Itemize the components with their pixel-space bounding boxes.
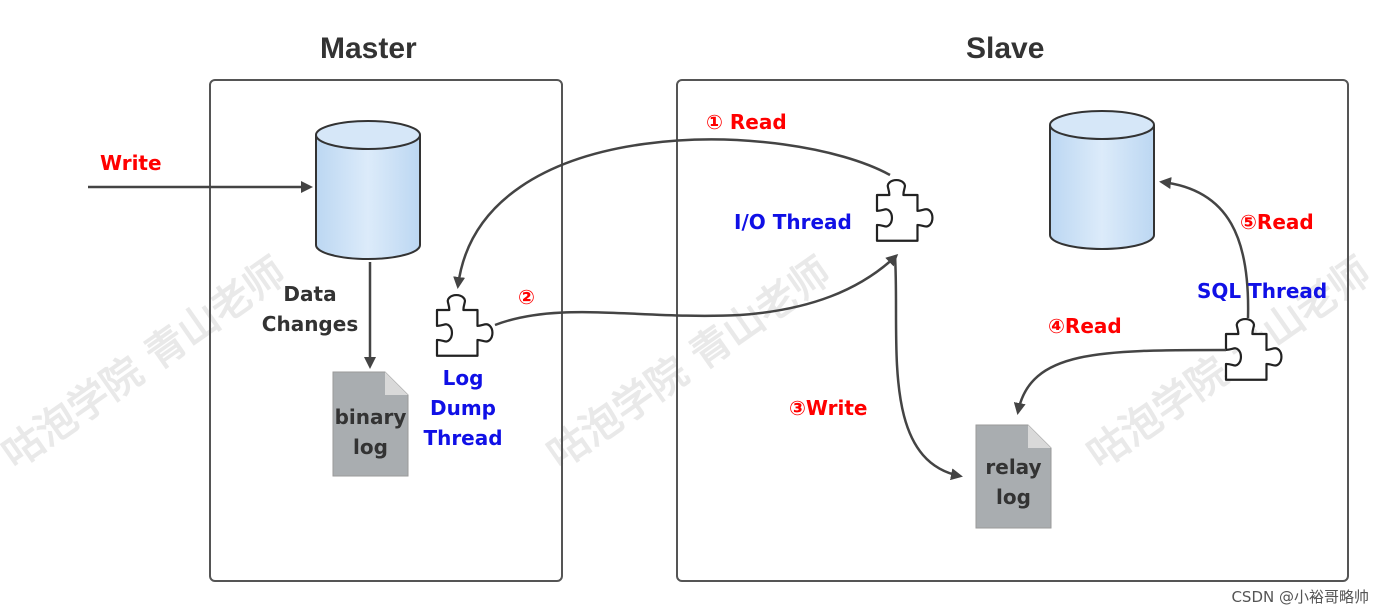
step-1-label: ① Read — [706, 110, 787, 134]
arrow-read-5 — [1159, 177, 1250, 319]
io-thread-puzzle-icon — [875, 178, 934, 242]
relay-log-document-icon — [975, 424, 1052, 529]
log-dump-thread-line-2: Dump — [430, 396, 496, 420]
data-changes-label: Data Changes — [256, 279, 364, 339]
slave-database-icon — [1049, 110, 1155, 250]
relay-log-label: relay log — [976, 452, 1051, 512]
data-changes-line-2: Changes — [261, 312, 359, 336]
log-dump-thread-puzzle-icon — [435, 293, 494, 357]
binary-log-document-icon — [332, 371, 409, 477]
binary-log-line-1: binary — [334, 405, 407, 429]
binary-log-label: binary log — [333, 402, 408, 462]
master-panel — [209, 79, 563, 582]
relay-log-line-2: log — [996, 485, 1031, 509]
credit-text: CSDN @小裕哥略帅 — [1231, 588, 1369, 606]
arrow-read-1 — [453, 138, 891, 289]
step-3-label: ③Write — [789, 396, 868, 420]
binary-log-line-2: log — [353, 435, 388, 459]
sql-thread-label: SQL Thread — [1197, 279, 1328, 303]
master-title: Master — [320, 32, 417, 65]
io-thread-label: I/O Thread — [734, 210, 852, 234]
log-dump-thread-line-1: Log — [442, 366, 484, 390]
relay-log-line-1: relay — [985, 455, 1042, 479]
step-4-label: ④Read — [1048, 314, 1122, 338]
log-dump-thread-label: Log Dump Thread — [413, 363, 513, 453]
arrow-send-2 — [494, 253, 899, 327]
arrow-write-3 — [893, 255, 963, 481]
data-changes-line-1: Data — [283, 282, 337, 306]
sql-thread-puzzle-icon — [1224, 317, 1283, 381]
write-input-label: Write — [100, 151, 162, 175]
step-2-label: ② — [518, 285, 535, 309]
arrow-read-4 — [1013, 348, 1227, 415]
master-database-icon — [315, 120, 421, 260]
log-dump-thread-line-3: Thread — [423, 426, 503, 450]
slave-panel — [676, 79, 1349, 582]
slave-title: Slave — [966, 32, 1045, 65]
step-5-label: ⑤Read — [1240, 210, 1314, 234]
